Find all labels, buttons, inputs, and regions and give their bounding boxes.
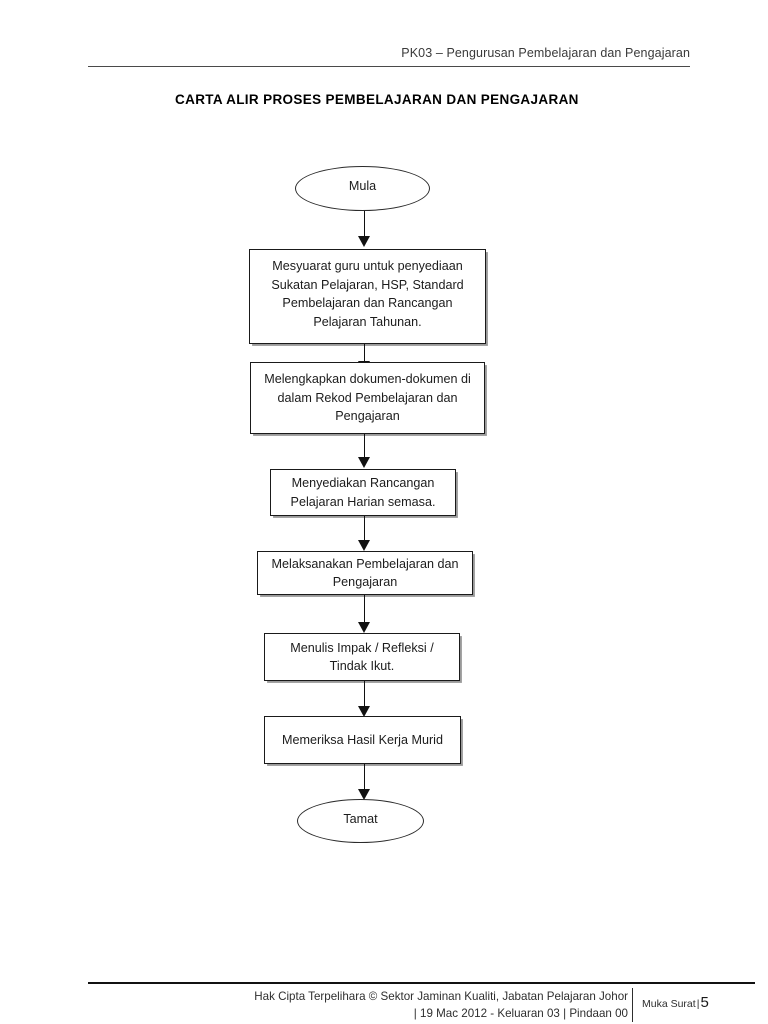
footer-copyright-line-2: | 19 Mac 2012 - Keluaran 03 | Pindaan 00: [413, 1007, 628, 1020]
flow-arrowhead-step2-step3: [358, 457, 370, 468]
flow-node-end: Tamat: [297, 799, 424, 843]
flow-node-step2-label: Melengkapkan dokumen-dokumen di dalam Re…: [264, 372, 471, 423]
flow-arrowhead-step4-step5: [358, 622, 370, 633]
flow-node-step6-label: Memeriksa Hasil Kerja Murid: [282, 732, 443, 747]
page-title: CARTA ALIR PROSES PEMBELAJARAN DAN PENGA…: [175, 92, 579, 107]
flow-node-step4-label: Melaksanakan Pembelajaran dan Pengajaran: [271, 556, 459, 590]
flow-arrowhead-start-step1: [358, 236, 370, 247]
flow-node-step5-label: Menulis Impak / Refleksi / Tindak Ikut.: [290, 640, 434, 674]
footer-rule: [88, 982, 755, 984]
flow-connector-start-step1: [364, 211, 365, 241]
footer-copyright: Hak Cipta Terpelihara © Sektor Jaminan K…: [180, 988, 628, 1022]
flow-node-step2: Melengkapkan dokumen-dokumen di dalam Re…: [250, 362, 485, 434]
flow-node-start: Mula: [295, 166, 430, 211]
flow-node-step3: Menyediakan Rancangan Pelajaran Harian s…: [270, 469, 456, 516]
flow-connector-step6-end: [364, 764, 365, 797]
flow-node-step3-label: Menyediakan Rancangan Pelajaran Harian s…: [290, 476, 436, 509]
footer-divider: [632, 988, 633, 1022]
flow-node-step6: Memeriksa Hasil Kerja Murid: [264, 716, 461, 764]
flow-node-step1-label: Mesyuarat guru untuk penyediaan Sukatan …: [271, 259, 464, 329]
footer-copyright-line-1: Hak Cipta Terpelihara © Sektor Jaminan K…: [254, 990, 628, 1003]
flow-connector-step4-step5: [364, 595, 365, 630]
flow-arrowhead-step3-step4: [358, 540, 370, 551]
flow-node-step1: Mesyuarat guru untuk penyediaan Sukatan …: [249, 249, 486, 344]
flow-connector-step1-step2: [364, 344, 365, 368]
page-number-value: 5: [700, 994, 709, 1011]
document-header-text: PK03 – Pengurusan Pembelajaran dan Penga…: [401, 46, 690, 60]
flow-connector-step3-step4: [364, 516, 365, 548]
page-number-label: Muka Surat: [642, 998, 696, 1010]
flow-node-step5: Menulis Impak / Refleksi / Tindak Ikut.: [264, 633, 460, 681]
page-number-block: Muka Surat|5: [642, 994, 709, 1011]
header-rule: [88, 66, 690, 67]
flow-connector-step5-step6: [364, 681, 365, 714]
flow-arrowhead-step6-end: [358, 789, 370, 800]
flow-node-end-label: Tamat: [343, 811, 378, 826]
flow-connector-step2-step3: [364, 434, 365, 464]
flow-node-step4: Melaksanakan Pembelajaran dan Pengajaran: [257, 551, 473, 595]
flow-arrowhead-step5-step6: [358, 706, 370, 717]
page-number-separator: |: [696, 998, 700, 1010]
flow-node-start-label: Mula: [348, 179, 377, 194]
